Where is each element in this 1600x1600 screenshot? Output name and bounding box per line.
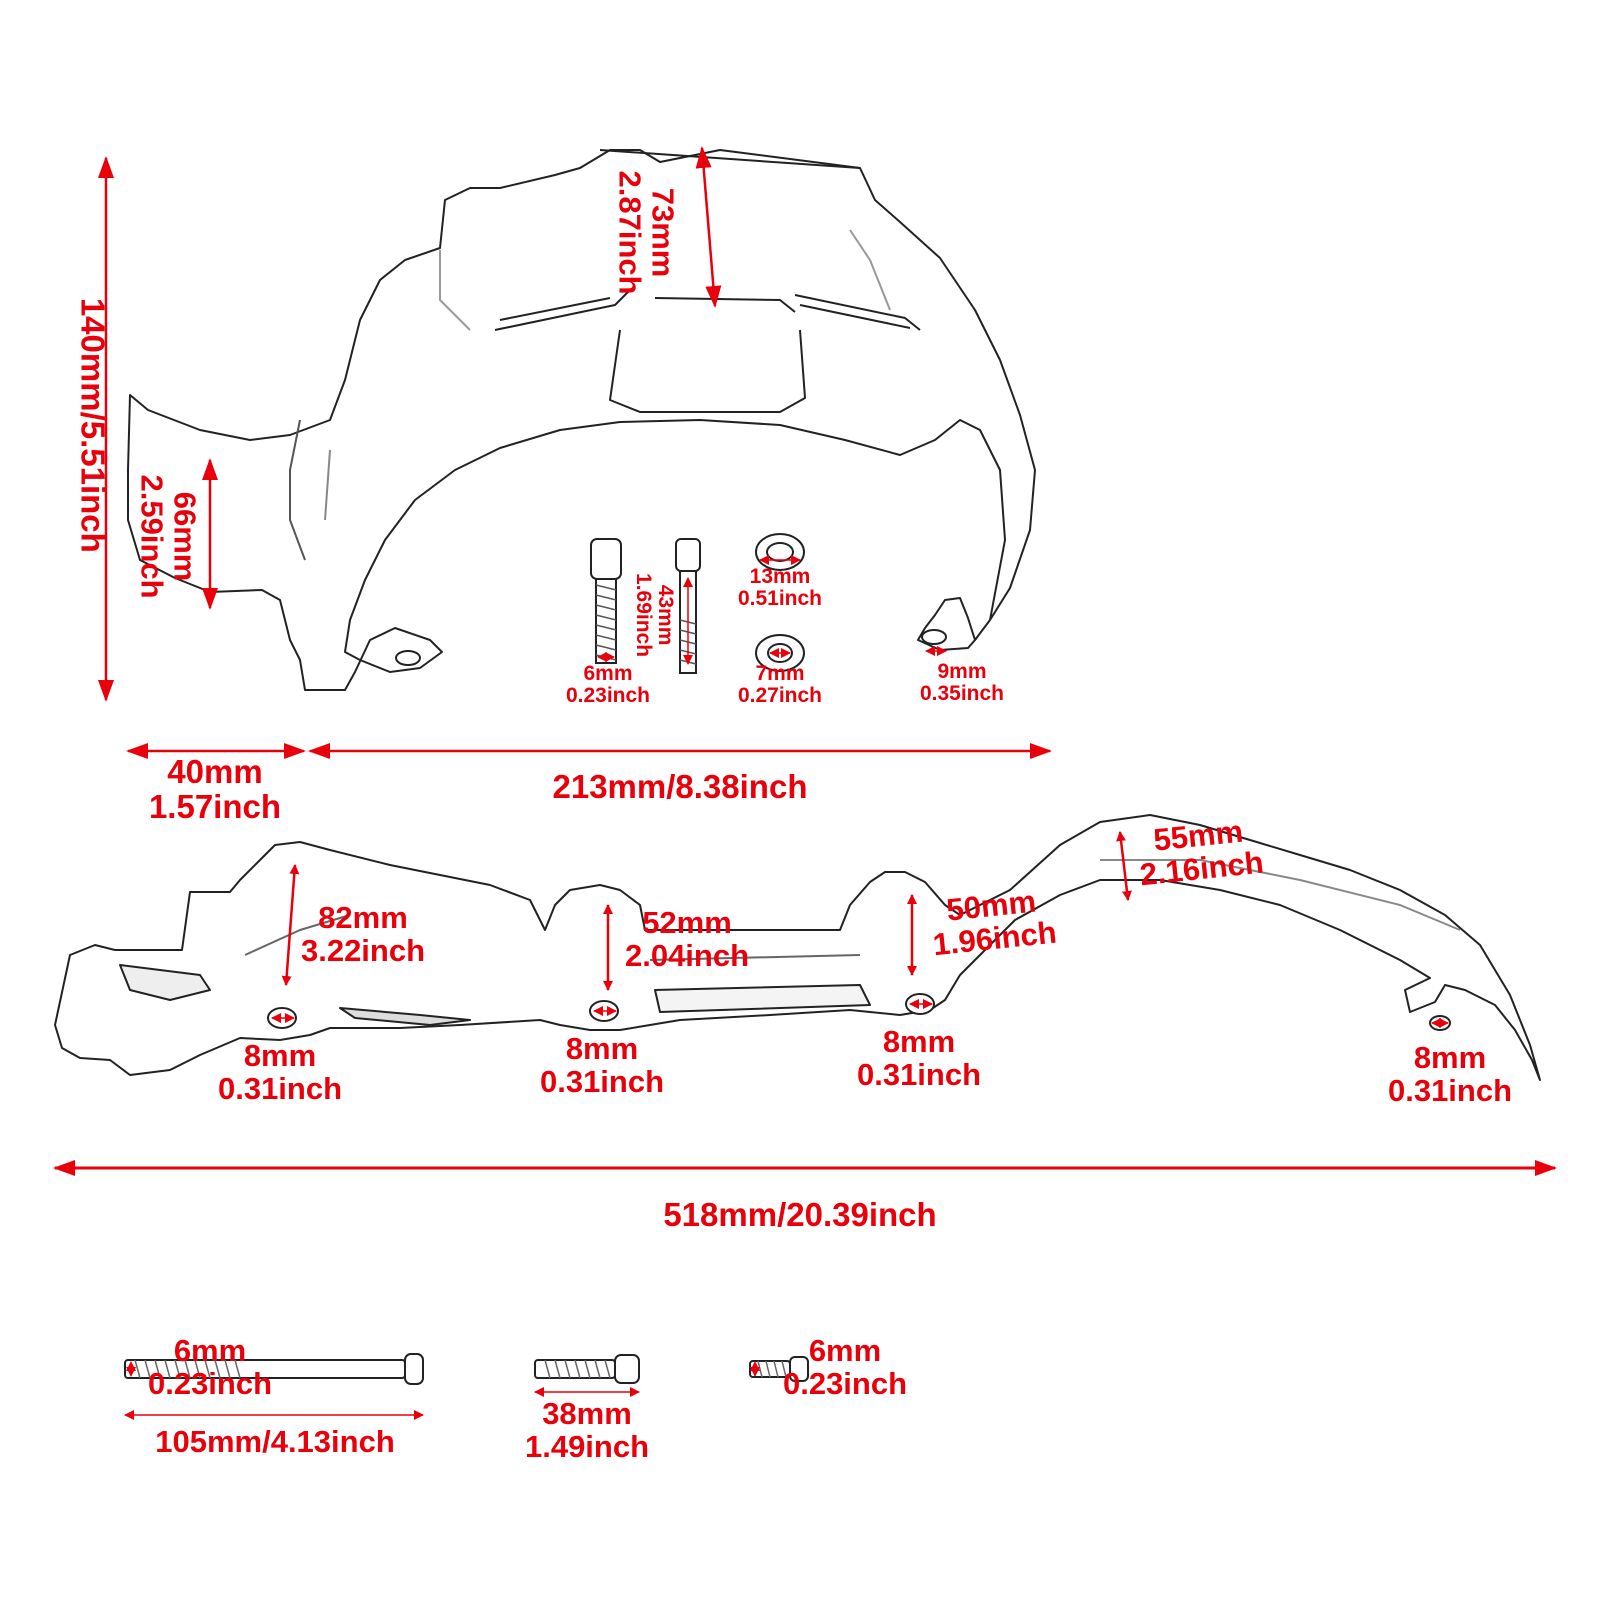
label-bolt-a: 6mm 0.23inch — [548, 662, 668, 708]
label-washer-large-inch: 0.51inch — [737, 587, 823, 611]
label-inner-height-mm: 66mm — [167, 491, 203, 582]
dim-top-depth — [695, 146, 722, 308]
label-hole-3: 8mm 0.31inch — [844, 1024, 994, 1092]
label-hole-1-inch: 0.31inch — [217, 1070, 343, 1106]
label-height-52-inch: 2.04inch — [624, 937, 750, 973]
label-hole-3-mm: 8mm — [882, 1024, 956, 1059]
label-bolt-mid-inch: 1.49inch — [524, 1428, 650, 1464]
label-height-52-mm: 52mm — [642, 905, 732, 940]
label-bolt-long-length: 105mm/4.13inch — [130, 1424, 420, 1459]
label-hole-1: 8mm 0.31inch — [205, 1038, 355, 1106]
label-inner-height-inch: 2.59inch — [135, 474, 170, 599]
label-total-height-text: 140mm/5.51inch — [74, 297, 112, 553]
bolt-a-part — [590, 538, 622, 664]
dim-height-55 — [1116, 831, 1132, 901]
label-bolt-mid-mm: 38mm — [542, 1396, 632, 1431]
lower-guard-part — [54, 814, 1541, 1081]
bolt-short-part — [749, 1356, 809, 1382]
label-left-width-inch: 1.57inch — [148, 787, 282, 825]
label-height-82-mm: 82mm — [318, 900, 408, 935]
label-hole-1-mm: 8mm — [243, 1038, 317, 1073]
dimension-lines — [53, 146, 1557, 1420]
label-hole-3-inch: 0.31inch — [856, 1056, 982, 1092]
label-bolt-b-inch: 1.69inch — [632, 573, 655, 658]
label-total-length: 518mm/20.39inch — [600, 1196, 1000, 1233]
label-hole-2: 8mm 0.31inch — [527, 1031, 677, 1099]
label-height-82-inch: 3.22inch — [300, 932, 426, 968]
label-bolt-mid: 38mm 1.49inch — [512, 1396, 662, 1464]
label-bolt-b: 43mm 1.69inch — [632, 565, 678, 665]
label-bolt-long-dia: 6mm 0.23inch — [140, 1333, 280, 1401]
label-washer-large-mm: 13mm — [749, 565, 811, 588]
bolt-long-part — [124, 1353, 424, 1385]
label-right-hole-inch: 0.35inch — [919, 682, 1005, 706]
label-main-width: 213mm/8.38inch — [510, 768, 850, 805]
label-bolt-short-inch: 0.23inch — [782, 1365, 908, 1401]
upper-guard-part — [127, 149, 1036, 691]
label-bolt-a-mm: 6mm — [583, 662, 633, 685]
label-bolt-short-dia: 6mm 0.23inch — [770, 1333, 920, 1401]
label-bolt-a-inch: 0.23inch — [565, 684, 651, 708]
label-hole-4: 8mm 0.31inch — [1375, 1040, 1525, 1108]
label-top-depth: 73mm 2.87inch — [613, 163, 681, 303]
label-bolt-long-inch: 0.23inch — [147, 1365, 273, 1401]
label-left-width: 40mm 1.57inch — [130, 753, 300, 825]
dim-height-82 — [281, 864, 300, 986]
label-bolt-b-mm: 43mm — [654, 584, 678, 646]
label-washer-small: 7mm 0.27inch — [720, 662, 840, 708]
label-bolt-long-mm: 6mm — [173, 1333, 247, 1368]
label-total-height: 140mm/5.51inch — [74, 285, 112, 565]
label-main-width-text: 213mm/8.38inch — [552, 768, 808, 805]
label-hole-2-mm: 8mm — [565, 1031, 639, 1066]
label-top-depth-inch: 2.87inch — [613, 170, 648, 295]
label-washer-large: 13mm 0.51inch — [720, 565, 840, 611]
label-bolt-short-mm: 6mm — [808, 1333, 882, 1368]
label-hole-4-inch: 0.31inch — [1387, 1072, 1513, 1108]
label-left-width-mm: 40mm — [167, 753, 263, 790]
label-right-hole: 9mm 0.35inch — [902, 660, 1022, 706]
label-right-hole-mm: 9mm — [937, 660, 987, 683]
label-washer-small-mm: 7mm — [755, 662, 805, 685]
label-top-depth-mm: 73mm — [645, 187, 681, 278]
label-total-length-text: 518mm/20.39inch — [663, 1196, 937, 1233]
label-bolt-long-length-text: 105mm/4.13inch — [155, 1424, 395, 1459]
label-height-52: 52mm 2.04inch — [612, 905, 762, 973]
bolt-mid-part — [534, 1354, 640, 1384]
label-height-82: 82mm 3.22inch — [288, 900, 438, 968]
label-washer-small-inch: 0.27inch — [737, 684, 823, 708]
label-inner-height: 66mm 2.59inch — [135, 467, 203, 607]
label-hole-4-mm: 8mm — [1413, 1040, 1487, 1075]
label-hole-2-inch: 0.31inch — [539, 1063, 665, 1099]
